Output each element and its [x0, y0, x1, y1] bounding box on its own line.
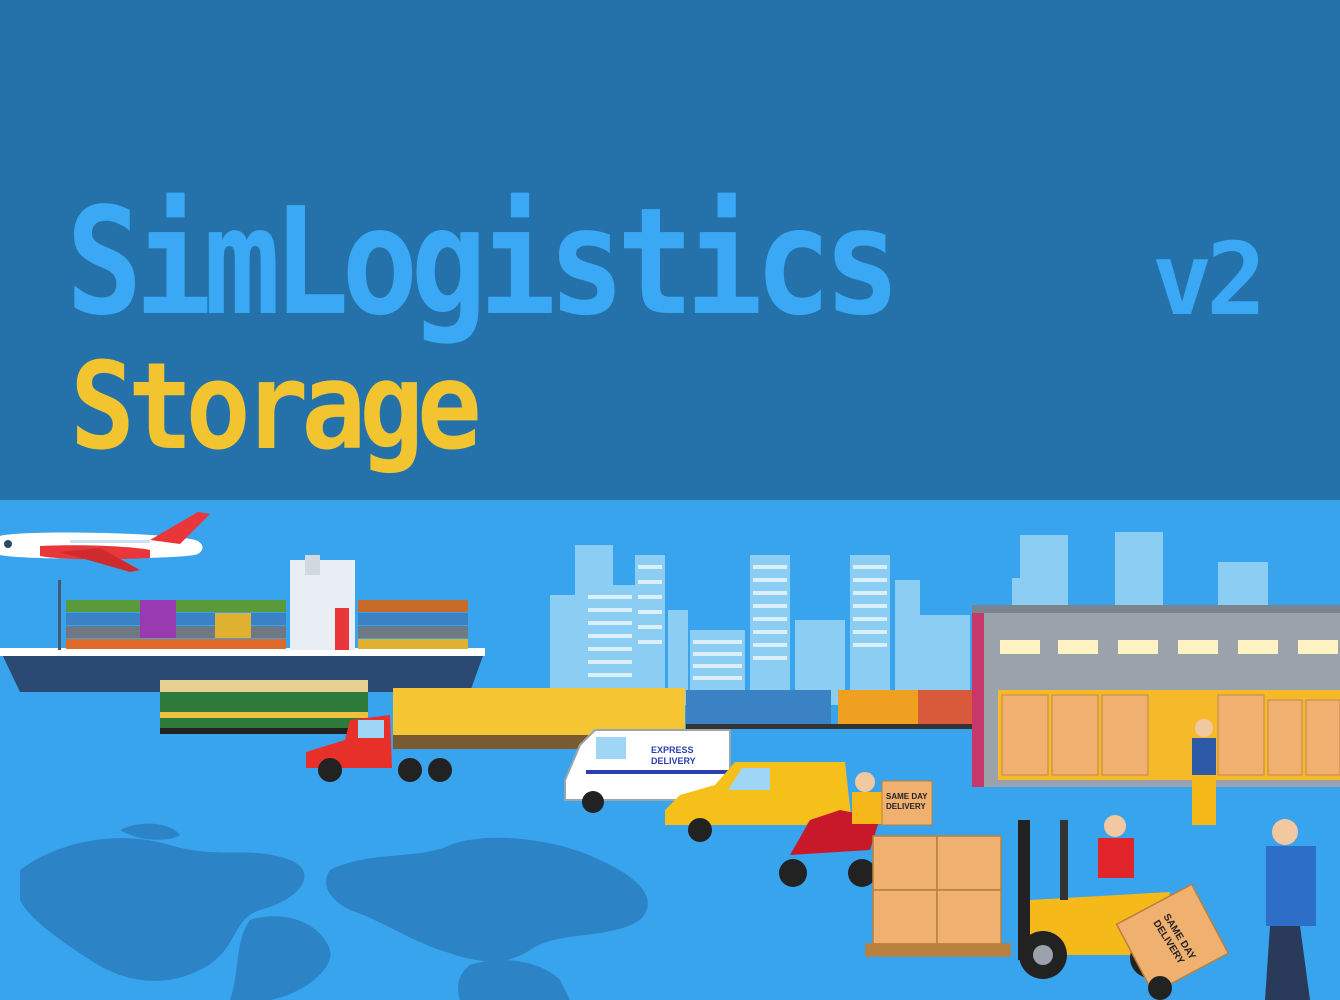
- moto-box-line1: SAME DAY: [886, 792, 928, 801]
- worker-icon: [1192, 719, 1216, 825]
- warehouse-icon: [972, 605, 1340, 787]
- airplane-icon: [0, 512, 210, 572]
- pallet-boxes: [865, 835, 1011, 957]
- ship-containers: [66, 600, 468, 649]
- skyline-windows: [588, 565, 887, 680]
- stacked-boxes: [1001, 694, 1340, 776]
- cargo-ship-icon: [0, 555, 485, 692]
- logistics-scene: EXPRESS DELIVERY SAME DAY: [0, 500, 1340, 1000]
- world-map: [20, 823, 648, 1000]
- moto-box-line2: DELIVERY: [886, 802, 926, 811]
- train-cars: [686, 690, 972, 729]
- hand-truck-icon: SAME DAY DELIVERY: [1115, 819, 1316, 1000]
- van-label-line1: EXPRESS: [651, 745, 694, 755]
- delivery-van-icon: EXPRESS DELIVERY: [564, 729, 731, 813]
- locomotive-icon: [160, 680, 368, 734]
- van-label-line2: DELIVERY: [651, 756, 696, 766]
- game-title: SimLogistics: [66, 176, 900, 348]
- game-version: v2: [1152, 221, 1266, 338]
- game-subtitle: Storage: [70, 338, 482, 477]
- motorcycle-icon: SAME DAY DELIVERY: [779, 772, 933, 887]
- title-header: SimLogistics v2 Storage: [66, 176, 1267, 477]
- taxi-car-icon: [665, 762, 852, 842]
